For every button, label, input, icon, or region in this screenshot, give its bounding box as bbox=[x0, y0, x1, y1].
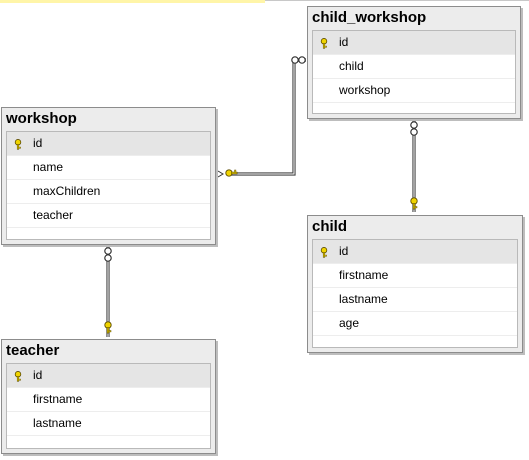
primary-key-icon bbox=[14, 139, 22, 150]
column-list: id child workshop bbox=[312, 30, 516, 114]
relationship-workshop-to-teacher[interactable] bbox=[104, 246, 112, 337]
column-row-lastname[interactable]: lastname bbox=[313, 288, 517, 312]
column-name: id bbox=[33, 368, 43, 382]
primary-key-icon bbox=[320, 247, 328, 258]
column-name: age bbox=[339, 316, 360, 330]
column-row-name[interactable]: name bbox=[7, 156, 210, 180]
column-list: id name maxChildren teacher bbox=[6, 131, 211, 240]
column-name: maxChildren bbox=[33, 184, 101, 198]
column-name: workshop bbox=[339, 83, 391, 97]
table-title: child_workshop bbox=[312, 9, 427, 26]
column-row-id[interactable]: id bbox=[7, 364, 210, 388]
column-row-id[interactable]: id bbox=[313, 31, 515, 55]
column-row-firstname[interactable]: firstname bbox=[313, 264, 517, 288]
column-name: firstname bbox=[339, 268, 389, 282]
column-row-teacher[interactable]: teacher bbox=[7, 204, 210, 228]
table-title: teacher bbox=[6, 342, 60, 359]
table-title: workshop bbox=[6, 110, 77, 127]
table-title: child bbox=[312, 218, 348, 235]
column-name: child bbox=[339, 59, 364, 73]
canvas-edge-line bbox=[265, 0, 529, 1]
table-teacher[interactable]: teacher id firstname lastname bbox=[1, 339, 216, 454]
table-child[interactable]: child id firstname lastname age bbox=[307, 215, 523, 353]
column-row-maxchildren[interactable]: maxChildren bbox=[7, 180, 210, 204]
column-name: id bbox=[339, 244, 349, 258]
column-row-firstname[interactable]: firstname bbox=[7, 388, 210, 412]
column-list: id firstname lastname age bbox=[312, 239, 518, 348]
column-name: name bbox=[33, 160, 64, 174]
column-name: teacher bbox=[33, 208, 74, 222]
selection-strip bbox=[0, 0, 265, 3]
primary-key-icon bbox=[320, 38, 328, 49]
table-workshop[interactable]: workshop id name maxChildren teacher bbox=[1, 107, 216, 245]
column-row-age[interactable]: age bbox=[313, 312, 517, 336]
column-name: firstname bbox=[33, 392, 83, 406]
primary-key-icon bbox=[14, 371, 22, 382]
column-name: lastname bbox=[339, 292, 388, 306]
column-name: lastname bbox=[33, 416, 82, 430]
table-child-workshop[interactable]: child_workshop id child workshop bbox=[307, 6, 521, 119]
column-row-child[interactable]: child bbox=[313, 55, 515, 79]
column-name: id bbox=[339, 35, 349, 49]
column-row-workshop[interactable]: workshop bbox=[313, 79, 515, 103]
column-name: id bbox=[33, 136, 43, 150]
relationship-child-workshop-to-child[interactable] bbox=[410, 121, 418, 212]
relationship-child-workshop-to-workshop[interactable] bbox=[217, 56, 306, 178]
column-row-lastname[interactable]: lastname bbox=[7, 412, 210, 436]
column-row-id[interactable]: id bbox=[313, 240, 517, 264]
column-list: id firstname lastname bbox=[6, 363, 211, 449]
column-row-id[interactable]: id bbox=[7, 132, 210, 156]
